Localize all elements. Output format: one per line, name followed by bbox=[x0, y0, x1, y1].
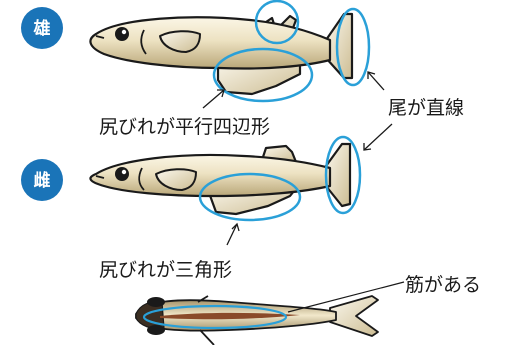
female-eye-highlight bbox=[121, 169, 127, 175]
stripe-leader-line bbox=[287, 281, 405, 313]
female-anal-fin-arrow bbox=[226, 222, 240, 246]
male-anal-fin-arrow bbox=[202, 89, 225, 109]
female-badge: 雌 bbox=[21, 159, 63, 201]
female-anal-fin-highlight bbox=[198, 172, 302, 222]
stripe-caption: 筋がある bbox=[405, 274, 481, 296]
male-badge-circle bbox=[21, 7, 63, 49]
male-tail-highlight bbox=[335, 7, 371, 87]
male-anal-fin-highlight bbox=[212, 47, 314, 103]
female-badge-label: 雌 bbox=[34, 170, 51, 191]
male-fish-illustration bbox=[89, 12, 354, 96]
male-section: 雄 bbox=[21, 0, 464, 151]
male-eye bbox=[115, 27, 129, 41]
male-dorsal-fin-highlight bbox=[254, 0, 300, 45]
top-view-fin-left bbox=[197, 295, 209, 303]
female-fish-body bbox=[89, 153, 332, 198]
female-section: 雌 尻びれが三角形 bbox=[21, 135, 362, 281]
top-view-section: 筋がある bbox=[135, 274, 481, 345]
female-gill-line bbox=[138, 167, 145, 191]
male-badge-label: 雄 bbox=[33, 18, 51, 39]
top-view-fin-right bbox=[199, 329, 215, 345]
tail-straight-caption: 尾が直線 bbox=[388, 97, 464, 119]
female-tail-highlight bbox=[324, 135, 362, 215]
female-pectoral-fin bbox=[155, 168, 197, 191]
male-tail-arrow bbox=[367, 71, 385, 91]
top-view-left-eye bbox=[147, 297, 165, 307]
female-anal-fin-caption: 尻びれが三角形 bbox=[99, 259, 232, 281]
male-badge: 雄 bbox=[21, 7, 63, 49]
male-gill-line bbox=[140, 29, 147, 55]
top-view-right-eye bbox=[147, 325, 165, 335]
top-view-fish-illustration bbox=[135, 295, 379, 345]
male-pectoral-fin bbox=[159, 30, 201, 53]
male-eye-highlight bbox=[121, 29, 127, 35]
female-fish-illustration bbox=[89, 142, 352, 216]
top-view-tail bbox=[329, 295, 379, 337]
top-view-stripe bbox=[160, 312, 300, 320]
top-view-stripe-highlight bbox=[142, 304, 288, 330]
female-badge-circle bbox=[21, 159, 63, 201]
male-anal-fin-caption: 尻びれが平行四辺形 bbox=[99, 116, 270, 138]
tail-straight-arrow-female bbox=[363, 123, 393, 151]
female-eye bbox=[115, 167, 129, 181]
female-mouth bbox=[95, 175, 105, 179]
male-mouth bbox=[95, 35, 105, 39]
